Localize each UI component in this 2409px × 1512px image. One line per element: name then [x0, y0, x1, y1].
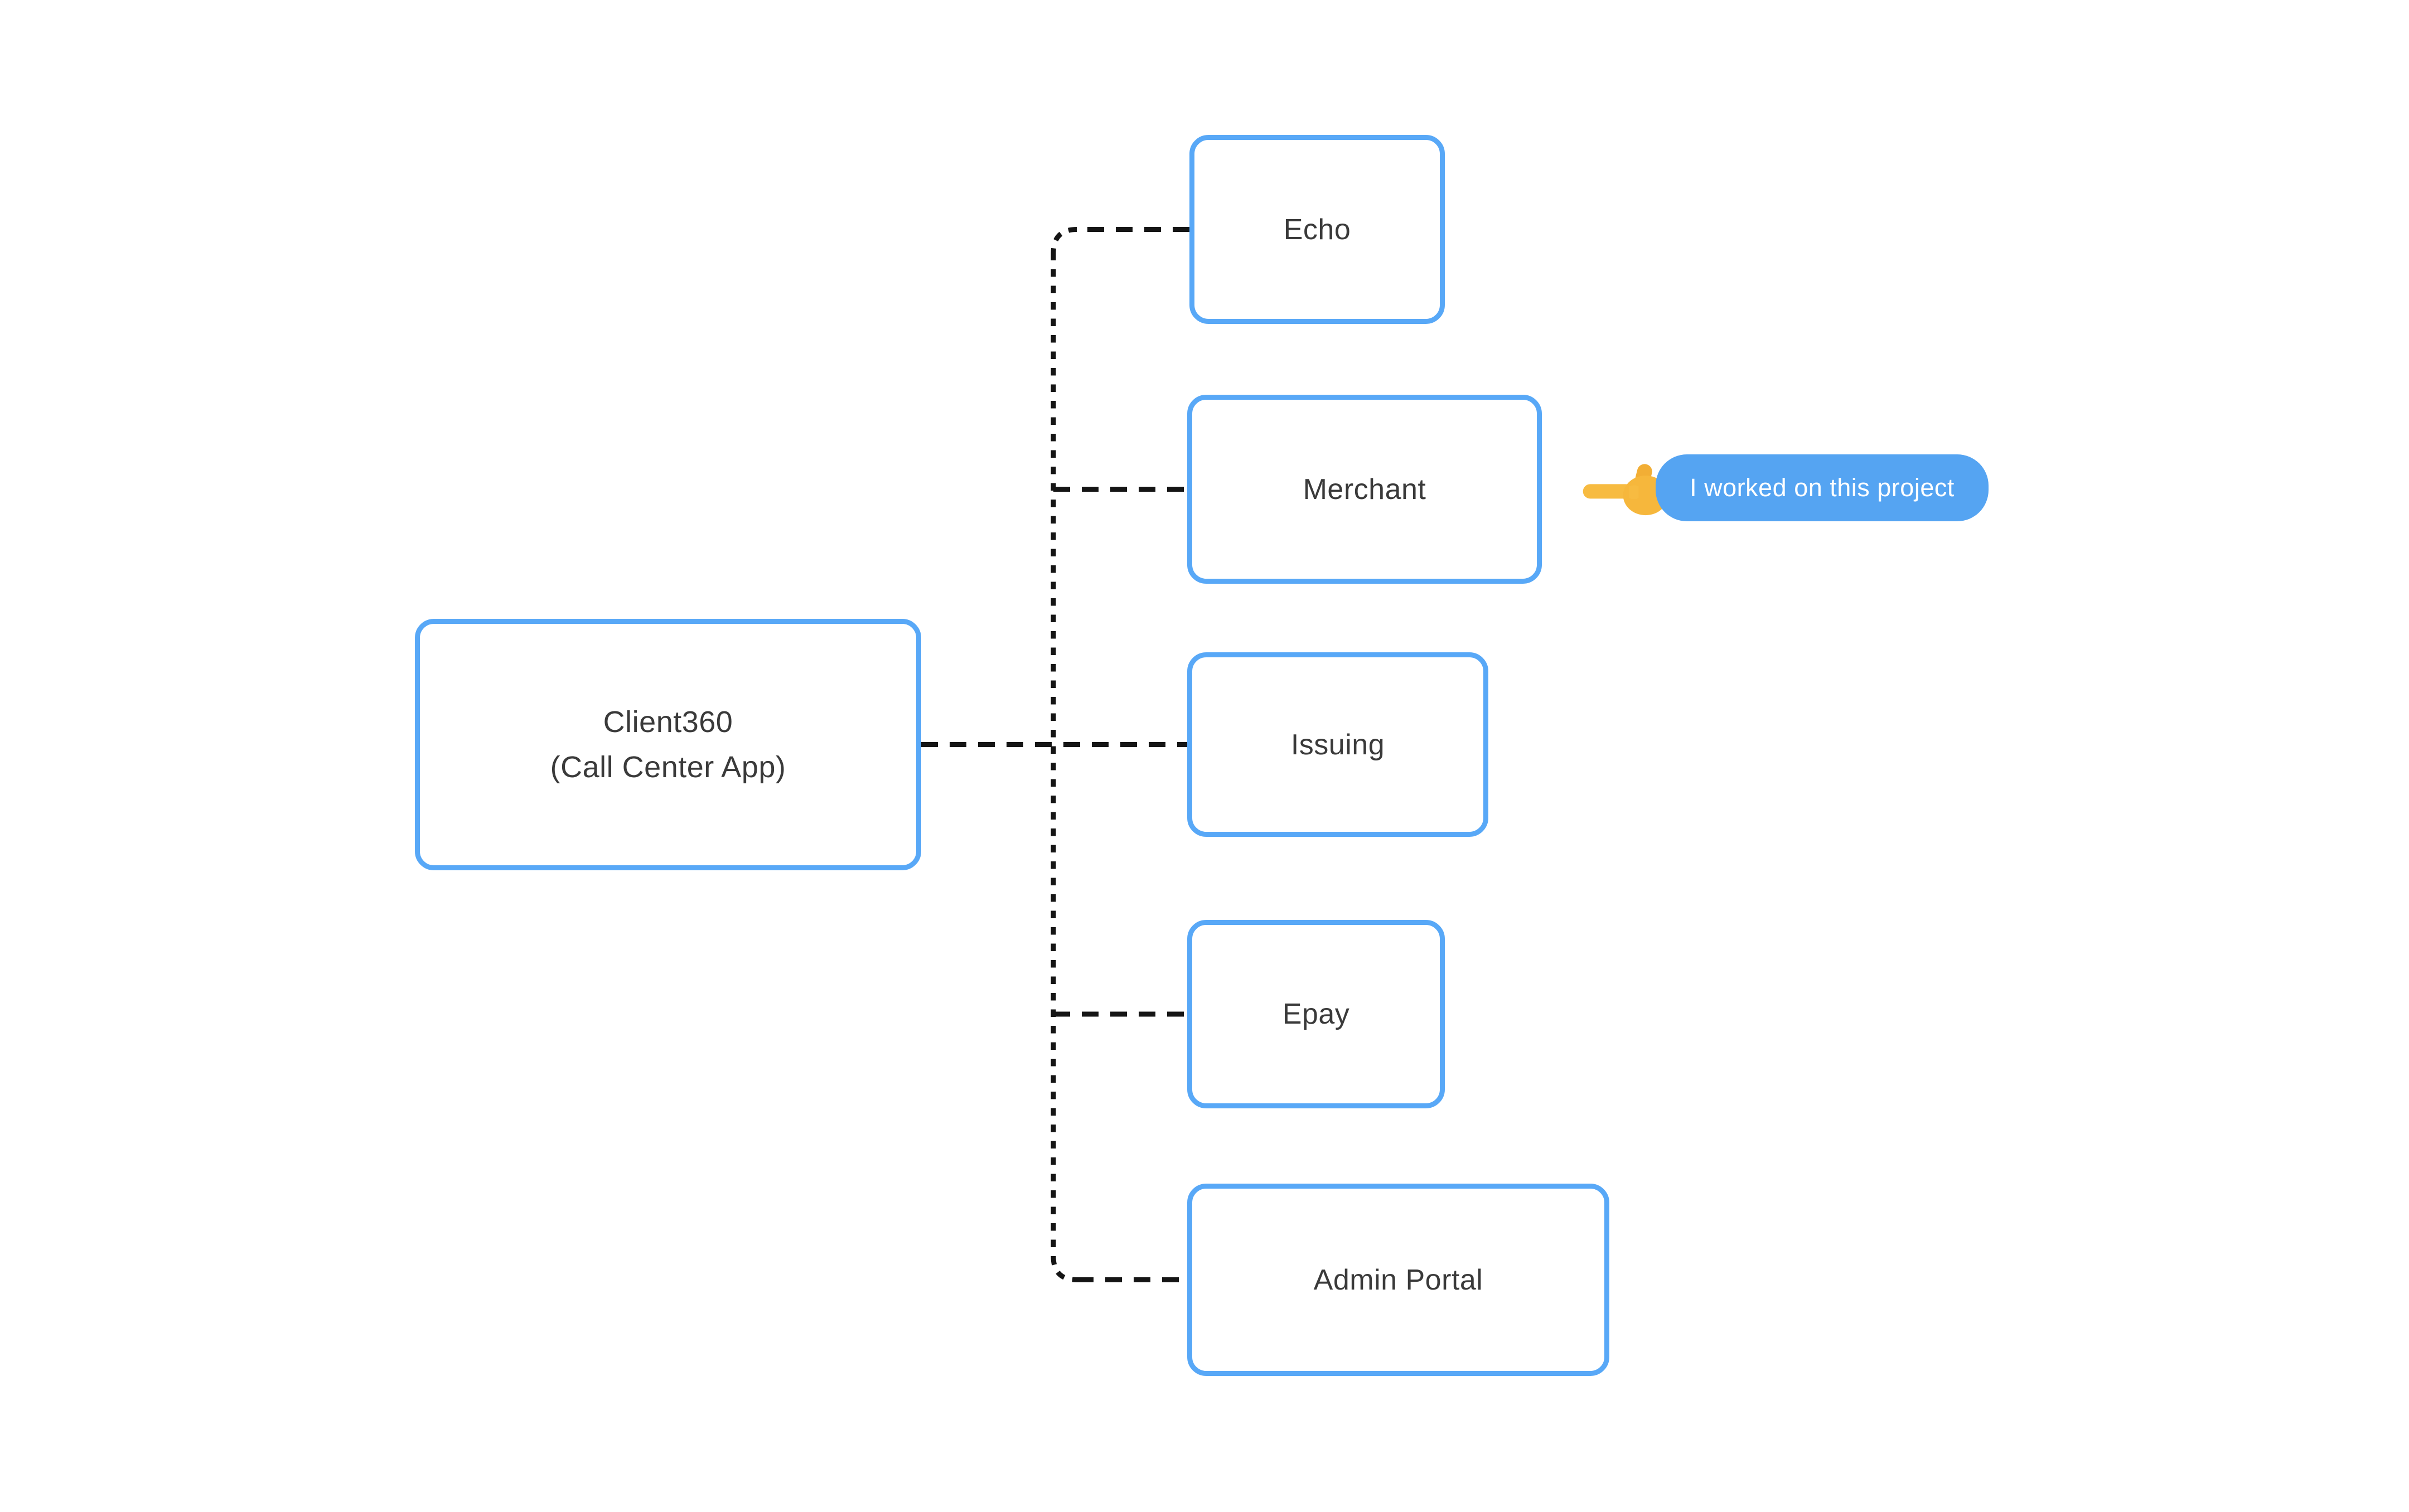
- node-merchant-label: Merchant: [1303, 473, 1426, 506]
- node-issuing[interactable]: Issuing: [1187, 652, 1488, 837]
- node-epay[interactable]: Epay: [1187, 920, 1445, 1108]
- pointing-left-hand-emoji[interactable]: [1583, 463, 1669, 516]
- node-epay-label: Epay: [1282, 998, 1350, 1030]
- annotation-badge-text: I worked on this project: [1690, 473, 1955, 502]
- node-client360-line1: Client360: [603, 705, 733, 739]
- node-echo-label: Echo: [1283, 213, 1351, 246]
- node-admin-portal-label: Admin Portal: [1313, 1263, 1483, 1296]
- connector-top-corner: [1051, 227, 1077, 253]
- connector-bottom-corner: [1051, 1256, 1077, 1282]
- node-issuing-label: Issuing: [1290, 728, 1385, 761]
- annotation-badge[interactable]: I worked on this project: [1656, 454, 1989, 521]
- node-client360-line2: (Call Center App): [550, 750, 786, 784]
- node-admin-portal[interactable]: Admin Portal: [1187, 1184, 1609, 1376]
- node-merchant[interactable]: Merchant: [1187, 395, 1542, 584]
- node-echo[interactable]: Echo: [1189, 135, 1445, 324]
- node-client360-label: Client360 (Call Center App): [550, 700, 786, 790]
- node-client360[interactable]: Client360 (Call Center App): [415, 619, 921, 870]
